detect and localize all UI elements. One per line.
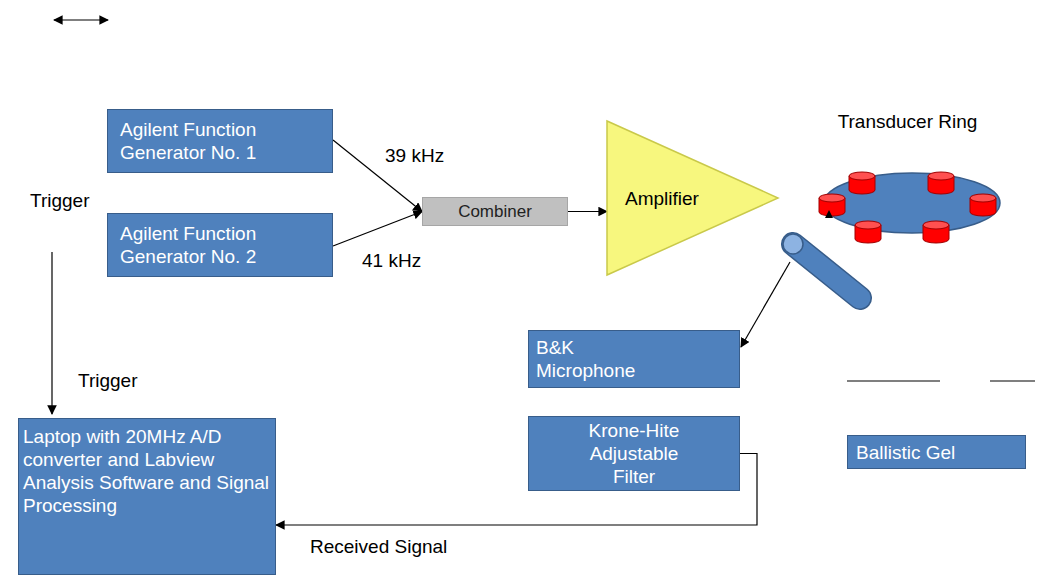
node-label: B&K Microphone [536, 336, 654, 382]
gel-line [990, 380, 1035, 381]
amplifier-symbol [607, 121, 778, 275]
process-box: Agilent Function Generator No. 1 [107, 109, 333, 173]
amplifier-triangle: Amplifier [607, 121, 778, 275]
node-label: Krone-Hite Adjustable Filter [578, 419, 690, 488]
process-box: B&K Microphone [528, 330, 740, 388]
gel-line [847, 380, 940, 381]
transducer-symbol [923, 221, 949, 243]
trigger-line [51, 252, 52, 414]
transducer-symbol [849, 172, 875, 194]
process-box: Agilent Function Generator No. 2 [107, 213, 333, 277]
node-heading: Transducer Ring [838, 110, 978, 133]
double-arrow [54, 19, 108, 20]
edge-label: Received Signal [308, 536, 449, 558]
transducer-symbol [928, 172, 954, 194]
connector-arrow [568, 211, 607, 212]
transducer-symbol [970, 194, 996, 216]
edge-label: 41 kHz [360, 250, 423, 272]
process-box: Combiner [422, 197, 568, 226]
transducer-symbol [819, 194, 845, 216]
microphone-lead [741, 262, 790, 347]
signal-label: Trigger [28, 190, 91, 212]
probe-body [793, 244, 860, 298]
marker-triangle [825, 210, 833, 218]
node-label: Laptop with 20MHz A/D converter and Labv… [23, 425, 271, 517]
process-box: Laptop with 20MHz A/D converter and Labv… [18, 418, 276, 575]
probe-tip [783, 234, 803, 254]
probe-outline [793, 244, 860, 298]
ring-base [824, 173, 1000, 233]
transducer-ring: Transducer Ring [800, 108, 1015, 248]
connector-arrow [333, 212, 422, 247]
node-label: Amplifier [625, 187, 699, 210]
transducer-symbol [855, 221, 881, 243]
node-label: Agilent Function Generator No. 1 [120, 118, 320, 164]
signal-label: Trigger [76, 370, 139, 392]
edge-label: 39 kHz [383, 145, 446, 167]
node-label: Ballistic Gel [856, 441, 955, 464]
node-label: Agilent Function Generator No. 2 [120, 222, 320, 268]
process-box: Krone-Hite Adjustable Filter [528, 416, 740, 491]
process-box: Ballistic Gel [847, 435, 1026, 469]
node-label: Combiner [458, 200, 532, 223]
